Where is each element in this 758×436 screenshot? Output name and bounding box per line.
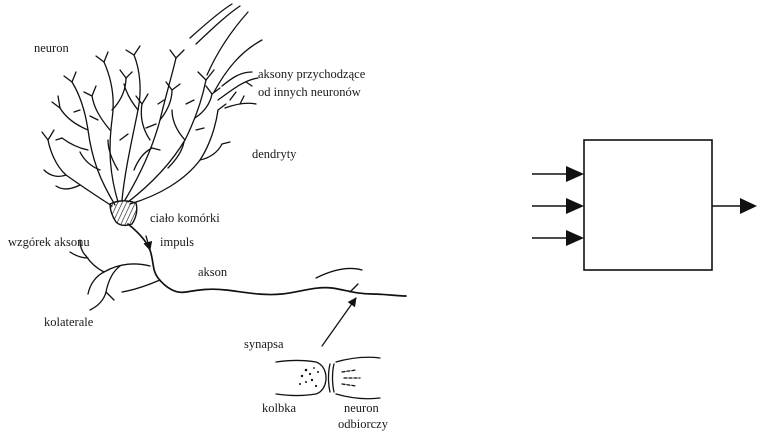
label-incoming-axons-1: aksony przychodzące — [258, 67, 366, 81]
input-arrow-2 — [532, 198, 584, 214]
label-synapse: synapsa — [244, 337, 284, 351]
label-axon: akson — [198, 265, 228, 279]
output-arrow — [712, 198, 757, 214]
label-receiving-neuron-1: neuron — [344, 401, 379, 415]
input-arrow-1 — [532, 166, 584, 182]
label-receiving-neuron-2: odbiorczy — [338, 417, 389, 431]
label-cell-body: ciało komórki — [150, 211, 220, 225]
synapse-closeup — [276, 357, 380, 399]
label-bulb: kolbka — [262, 401, 296, 415]
axon-terminal-tick — [350, 284, 358, 292]
input-arrow-3 — [532, 230, 584, 246]
label-incoming-axons-2: od innych neuronów — [258, 85, 361, 99]
vesicles — [299, 367, 319, 387]
processing-unit-box — [584, 140, 712, 270]
axon-branch-upper — [316, 268, 362, 278]
cell-body — [110, 201, 137, 225]
collaterals — [70, 240, 160, 310]
label-dendrites: dendryty — [252, 147, 297, 161]
label-collaterals: kolaterale — [44, 315, 94, 329]
block-model — [532, 140, 757, 270]
incoming-axons — [190, 4, 262, 108]
label-axon-hillock: wzgórek aksonu — [8, 235, 90, 249]
label-neuron: neuron — [34, 41, 69, 55]
synapse-pointer-arrow — [322, 298, 356, 346]
biological-neuron-drawing: neuron aksony przychodzące od innych neu… — [8, 4, 406, 431]
dendrites — [42, 46, 230, 206]
label-impulse: impuls — [160, 235, 194, 249]
